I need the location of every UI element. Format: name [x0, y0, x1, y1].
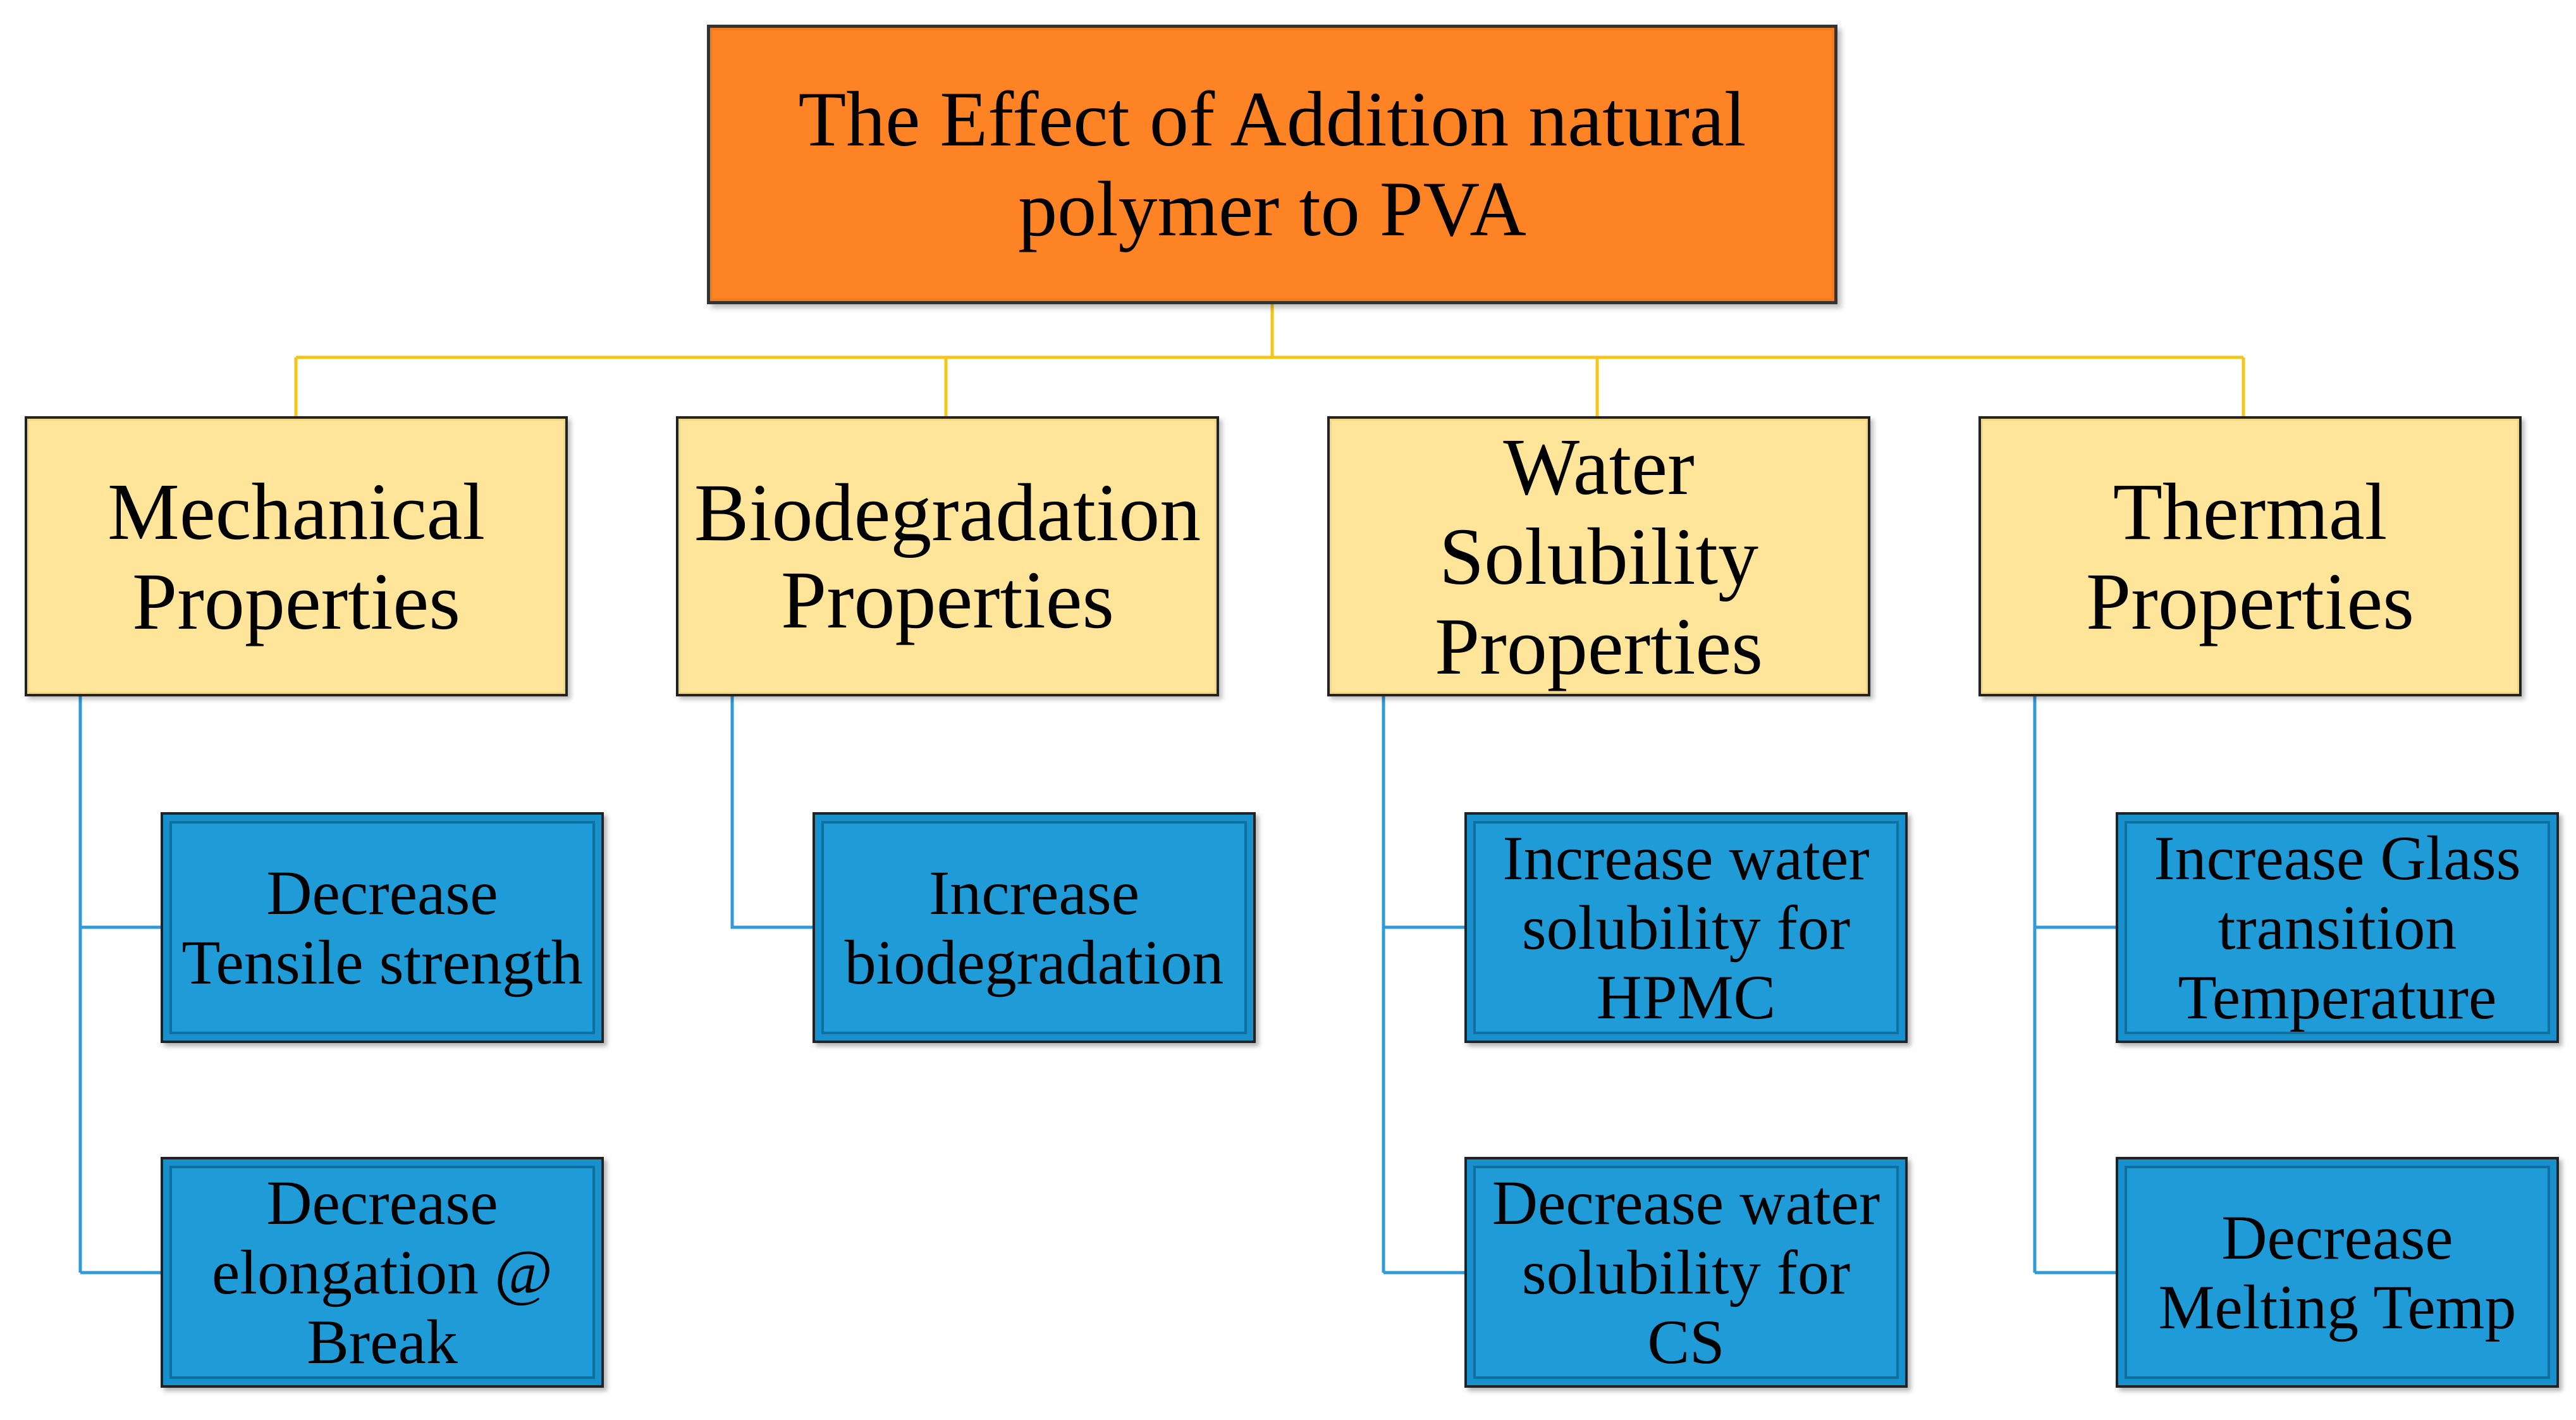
effect-label: Decrease water solubility for CS	[1492, 1167, 1880, 1377]
effect-decrease-elongation-at-break: Decrease elongation @ Break	[161, 1157, 604, 1388]
effect-increase-glass-transition-temperature: Increase Glass transition Temperature	[2116, 812, 2559, 1043]
effect-label: Increase Glass transition Temperature	[2154, 822, 2521, 1032]
thermal-connector	[2033, 696, 2116, 1275]
biodegradation-connector	[730, 696, 813, 929]
water-solubility-connector	[1382, 696, 1464, 1275]
effect-decrease-water-solubility-cs: Decrease water solubility for CS	[1464, 1157, 1908, 1388]
category-label: Water Solubility Properties	[1435, 421, 1763, 691]
effect-label: Increase water solubility for HPMC	[1502, 822, 1870, 1032]
effect-label: Decrease elongation @ Break	[211, 1167, 553, 1377]
root-node-label: The Effect of Addition natural polymer t…	[798, 76, 1746, 252]
effect-label: Increase biodegradation	[844, 857, 1224, 997]
category-label: Mechanical Properties	[107, 466, 485, 646]
root-node: The Effect of Addition natural polymer t…	[707, 25, 1837, 304]
effect-increase-water-solubility-hpmc: Increase water solubility for HPMC	[1464, 812, 1908, 1043]
category-water-solubility: Water Solubility Properties	[1327, 416, 1870, 696]
category-thermal: Thermal Properties	[1978, 416, 2522, 696]
effect-increase-biodegradation: Increase biodegradation	[813, 812, 1256, 1043]
category-label: Thermal Properties	[2086, 466, 2414, 646]
category-biodegradation: Biodegradation Properties	[676, 416, 1219, 696]
effect-decrease-melting-temp: Decrease Melting Temp	[2116, 1157, 2559, 1388]
mechanical-connector	[78, 696, 161, 1275]
effect-label: Decrease Tensile strength	[181, 857, 583, 997]
root-connector	[294, 304, 2245, 416]
effect-label: Decrease Melting Temp	[2158, 1202, 2517, 1342]
category-mechanical: Mechanical Properties	[25, 416, 568, 696]
effect-decrease-tensile-strength: Decrease Tensile strength	[161, 812, 604, 1043]
category-label: Biodegradation Properties	[694, 467, 1201, 646]
